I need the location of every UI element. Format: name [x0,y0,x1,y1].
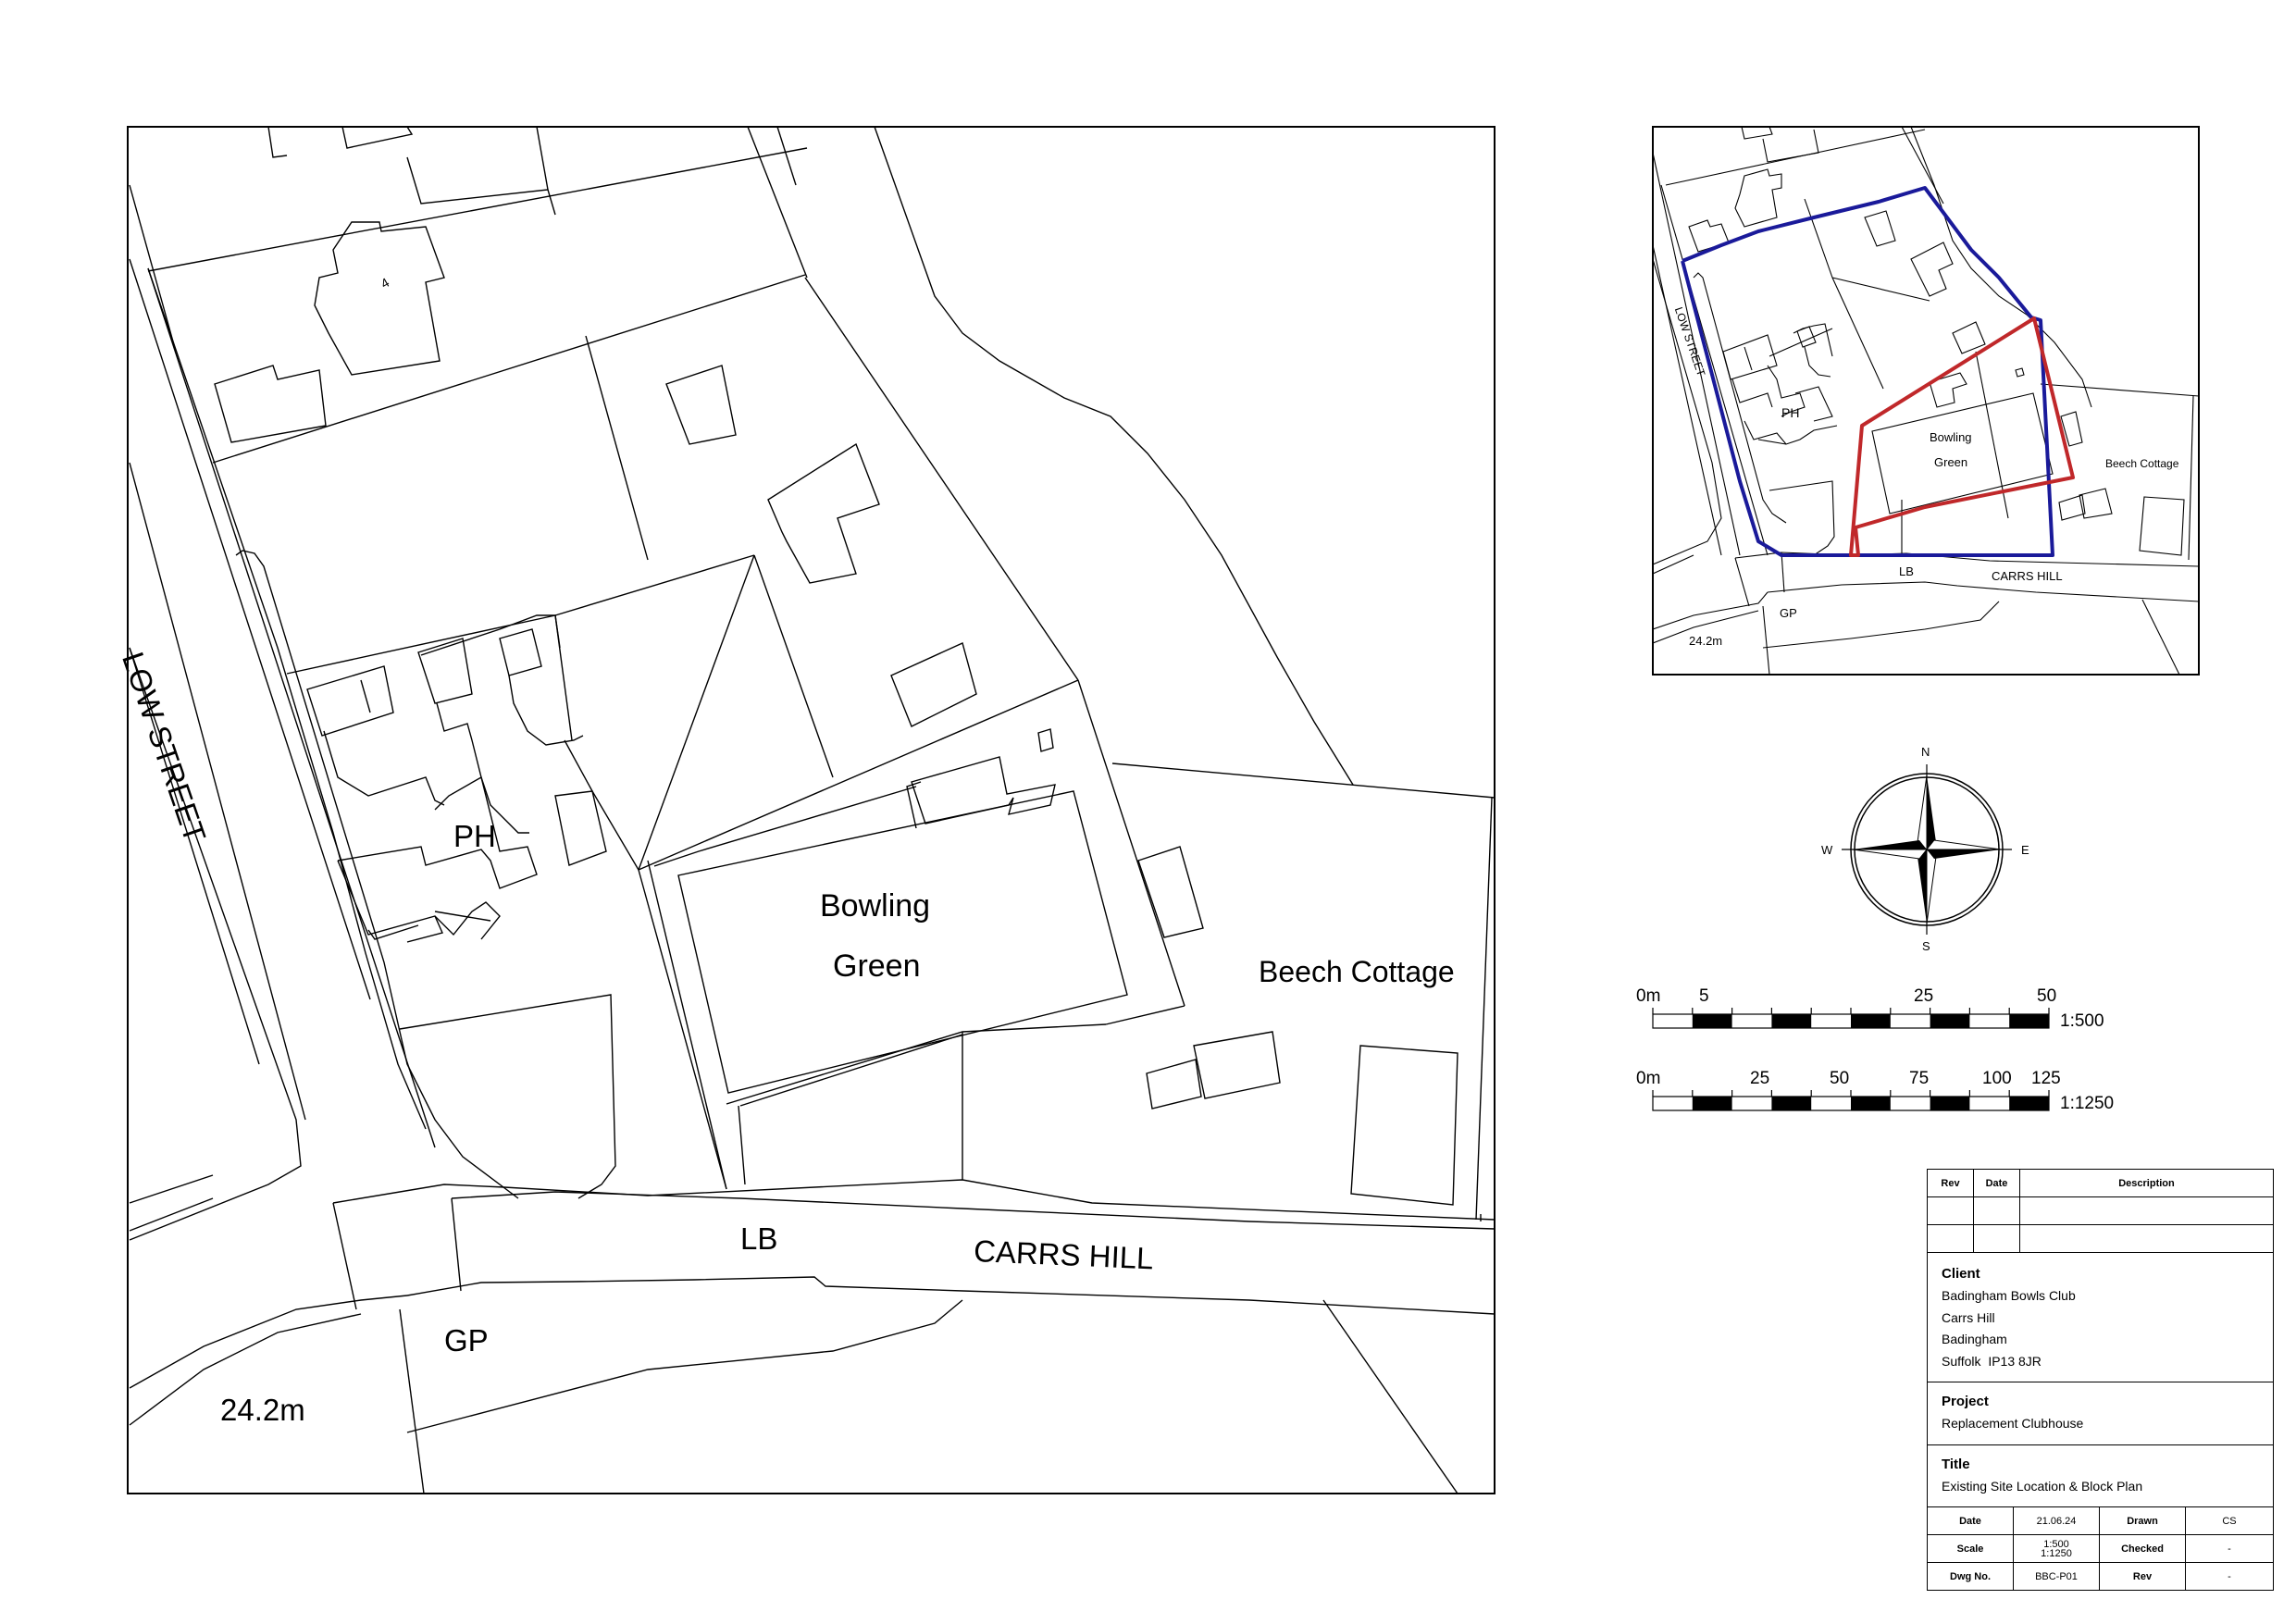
client-line: Badingham [1942,1332,2007,1346]
scale-1250-ratio: 1:1250 [2060,1094,2115,1113]
revision-cell [1974,1197,2020,1225]
scale-1250-tick-125: 125 [2031,1069,2061,1088]
scale-1250-tick-0: 0m [1636,1069,1661,1088]
revision-cell [1928,1197,1974,1225]
site-boundary [1849,316,2075,557]
scale-500-tick-5: 5 [1699,986,1709,1006]
title-heading: Title [1942,1456,1970,1472]
scale-bar-1250 [1652,1090,2050,1111]
revision-cell [2020,1225,2273,1253]
label-lb: LB [740,1221,778,1256]
label-bowling: Bowling [820,888,931,924]
project-section: Project Replacement Clubhouse [1928,1382,2273,1445]
label-ph: PH [453,819,496,853]
dwg-no-label: Dwg No. [1928,1563,2014,1590]
loc-label-beech-cottage: Beech Cottage [2105,457,2179,470]
east-label: E [2021,843,2029,857]
scale-500-tick-25: 25 [1914,986,1934,1006]
scale-1250-tick-75: 75 [1909,1069,1930,1088]
rev-header: Rev [1928,1170,1974,1197]
north-label: N [1921,745,1930,759]
block-plan-frame [127,126,1496,1494]
date-label: Date [1928,1507,2014,1535]
location-plan-linework [1653,127,2199,675]
loc-label-ph: PH [1781,405,1800,420]
loc-label-carrs-hill: CARRS HILL [1992,569,2063,583]
scale-bar-500 [1652,1008,2050,1029]
scale-1250-tick-25: 25 [1750,1069,1770,1088]
label-gp: GP [444,1323,489,1357]
location-plan-frame [1652,126,2200,676]
west-label: W [1821,843,1833,857]
date-value: 21.06.24 [2014,1507,2100,1535]
revision-cell [1928,1225,1974,1253]
revision-cell [1974,1225,2020,1253]
checked-label: Checked [2100,1535,2186,1563]
project-value: Replacement Clubhouse [1942,1416,2084,1431]
scale-1250-tick-100: 100 [1982,1069,2012,1088]
client-line: Suffolk IP13 8JR [1942,1353,2042,1369]
project-heading: Project [1942,1394,1989,1409]
ownership-boundary [1681,186,2054,557]
scale-500-ratio: 1:500 [2060,1011,2104,1031]
loc-label-gp: GP [1780,606,1797,620]
scale-label: Scale [1928,1535,2014,1563]
loc-label-lb: LB [1899,564,1914,578]
checked-value: - [2186,1535,2273,1563]
block-plan-linework: 4 [129,127,1495,1494]
revision-cell [2020,1197,2273,1225]
scale-500-tick-50: 50 [2037,986,2057,1006]
description-header: Description [2020,1170,2273,1197]
loc-label-spot-height: 24.2m [1689,634,1723,648]
title-value: Existing Site Location & Block Plan [1942,1478,2143,1494]
loc-label-bowling: Bowling [1930,430,1972,444]
title-section: Title Existing Site Location & Block Pla… [1928,1445,2273,1507]
rev-label: Rev [2100,1563,2186,1590]
client-line: Carrs Hill [1942,1309,1995,1325]
label-spot-height: 24.2m [220,1393,305,1427]
drawn-value: CS [2186,1507,2273,1535]
revision-table: Rev Date Description [1928,1170,2273,1253]
client-heading: Client [1942,1266,1980,1282]
date-header: Date [1974,1170,2020,1197]
scale-500-tick-0: 0m [1636,986,1661,1006]
scale-value-1: 1:500 [2043,1538,2069,1550]
dwg-no-value: BBC-P01 [2014,1563,2100,1590]
title-block: Rev Date Description Client Badingham Bo… [1927,1169,2274,1591]
client-section: Client Badingham Bowls Club Carrs Hill B… [1928,1253,2273,1382]
rev-value: - [2228,1570,2231,1582]
label-green: Green [833,948,921,984]
loc-label-green: Green [1934,455,1968,469]
drawing-meta-table: Date 21.06.24 Drawn CS Scale 1:500 1:125… [1928,1507,2273,1590]
drawn-label: Drawn [2100,1507,2186,1535]
scale-value: 1:500 1:1250 [2014,1535,2100,1563]
scale-value-2: 1:1250 [2041,1547,2072,1559]
scale-1250-tick-50: 50 [1830,1069,1850,1088]
south-label: S [1922,939,1930,953]
client-line: Badingham Bowls Club [1942,1288,2076,1303]
label-beech-cottage: Beech Cottage [1259,955,1455,988]
